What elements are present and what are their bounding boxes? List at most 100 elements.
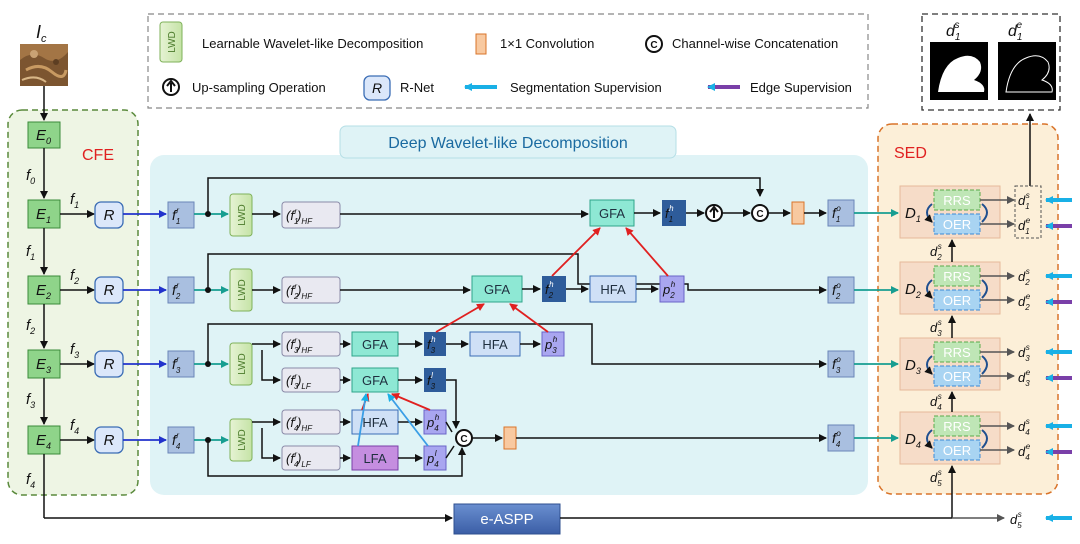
svg-text:E3: E3 [36, 356, 51, 375]
gfa-level3-low: GFA [351, 367, 399, 393]
svg-text:GFA: GFA [362, 337, 388, 352]
label-f4-vert: f4 [26, 471, 35, 490]
legend-rnet-icon-text: R [372, 80, 382, 96]
legend-conv-label: 1×1 Convolution [500, 36, 594, 51]
hf4-block: (f4r)HF [281, 409, 341, 435]
input-image [20, 44, 68, 86]
pl4-block: p4l [423, 445, 447, 471]
hf2-block: (f2r)HF [281, 276, 341, 304]
svg-text:p3h: p3h [544, 335, 558, 355]
svg-text:RRS: RRS [943, 269, 971, 284]
label-f2-horiz: f2 [70, 267, 79, 286]
ph3-block: p3h [541, 331, 565, 357]
fo2-block: f2o [827, 276, 855, 304]
svg-text:LFA: LFA [363, 451, 386, 466]
svg-text:D3: D3 [905, 357, 921, 376]
svg-text:D1: D1 [905, 205, 921, 224]
svg-text:f2o: f2o [832, 281, 841, 301]
svg-text:C: C [756, 209, 763, 220]
hfa-level3: HFA [469, 331, 521, 357]
conv-level1 [791, 201, 805, 225]
encoder-e4: E4 [27, 425, 61, 455]
label-f1-vert: f1 [26, 243, 35, 262]
lwd-2: LWD [229, 268, 253, 312]
label-f1-horiz: f1 [70, 191, 79, 210]
ph4-block: p4h [423, 409, 447, 435]
label-f2-vert: f2 [26, 317, 35, 336]
cfe-title: CFE [82, 147, 114, 164]
fr4-block: f4r [167, 426, 195, 454]
concat-icon-level1: C [751, 204, 769, 222]
svg-text:OER: OER [943, 293, 971, 308]
label-d4e: d4e [1018, 442, 1031, 462]
fh1-block: f1h [662, 200, 686, 226]
decoder-d1: D1 RRS OER [899, 185, 1001, 239]
concat-icon-level4: C [455, 429, 473, 447]
svg-text:R: R [104, 282, 115, 299]
legend-concat-label: Channel-wise Concatenation [672, 36, 838, 51]
label-d1s: d1s [1018, 191, 1030, 211]
svg-text:GFA: GFA [362, 373, 388, 388]
svg-text:f2r: f2r [172, 281, 181, 301]
legend-lwd-icon [159, 21, 183, 63]
sed-title: SED [894, 145, 927, 162]
svg-text:RRS: RRS [943, 345, 971, 360]
fh3-block: f3h [424, 332, 446, 356]
svg-text:p2h: p2h [662, 280, 676, 300]
easpp-block: e-ASPP [453, 503, 561, 535]
legend-conv-icon [475, 33, 487, 55]
label-d3e: d3e [1018, 368, 1031, 388]
svg-text:R: R [104, 432, 115, 449]
svg-text:f2h: f2h [545, 280, 554, 300]
svg-text:(f3r)LF: (f3r)LF [286, 372, 312, 391]
input-label: Ic [36, 22, 47, 45]
conv-level4 [503, 426, 517, 450]
gfa-level2: GFA [471, 275, 523, 303]
label-d4s-up: d4s [930, 392, 942, 412]
rnet-2: R [94, 276, 124, 304]
encoder-e2: E2 [27, 275, 61, 305]
label-d2e: d2e [1018, 292, 1031, 312]
svg-text:(f4r)LF: (f4r)LF [286, 450, 312, 469]
svg-text:f4o: f4o [832, 429, 841, 449]
svg-text:D2: D2 [905, 281, 921, 300]
label-f4-horiz: f4 [70, 417, 79, 436]
lf4-block: (f4r)LF [281, 445, 341, 471]
encoder-e0: E0 [27, 121, 61, 149]
svg-text:f3h: f3h [427, 335, 436, 355]
svg-text:RRS: RRS [943, 193, 971, 208]
svg-text:e-ASPP: e-ASPP [480, 511, 533, 528]
svg-text:D4: D4 [905, 431, 921, 450]
label-d5s-out: d5s [1010, 510, 1022, 530]
svg-text:(f1r)HF: (f1r)HF [286, 207, 313, 226]
encoder-e3: E3 [27, 349, 61, 379]
rnet-3: R [94, 350, 124, 378]
decoder-d3: D3 RRS OER [899, 337, 1001, 391]
label-f0: f0 [26, 167, 35, 186]
svg-text:f1r: f1r [172, 206, 180, 226]
svg-text:HFA: HFA [482, 337, 508, 352]
hf1-block: (f1r)HF [281, 201, 341, 229]
label-f3-vert: f3 [26, 391, 35, 410]
svg-text:(f4r)HF: (f4r)HF [286, 414, 313, 433]
fo1-block: f1o [827, 199, 855, 227]
legend-edge-label: Edge Supervision [750, 80, 852, 95]
legend-rnet-label: R-Net [400, 80, 434, 95]
decoder-d4: D4 RRS OER [899, 411, 1001, 465]
dwd-title-box [339, 125, 677, 159]
svg-text:C: C [460, 434, 467, 445]
output-maps-box: d1s d1e [921, 13, 1061, 111]
legend-concat-icon [645, 35, 663, 53]
gfa-level1: GFA [589, 199, 635, 227]
rnet-4: R [94, 426, 124, 454]
label-d3s-up: d3s [930, 318, 942, 338]
svg-text:LWD: LWD [237, 204, 248, 225]
legend-lwd-label: Learnable Wavelet-like Decomposition [202, 36, 423, 51]
hfa-level4: HFA [351, 409, 399, 435]
label-d2s: d2s [1018, 267, 1030, 287]
lwd-1: LWD [229, 193, 253, 237]
upsample-icon [705, 204, 723, 222]
svg-text:f4r: f4r [172, 431, 181, 451]
svg-text:(f3r)HF: (f3r)HF [286, 336, 313, 355]
label-d4s: d4s [1018, 417, 1030, 437]
